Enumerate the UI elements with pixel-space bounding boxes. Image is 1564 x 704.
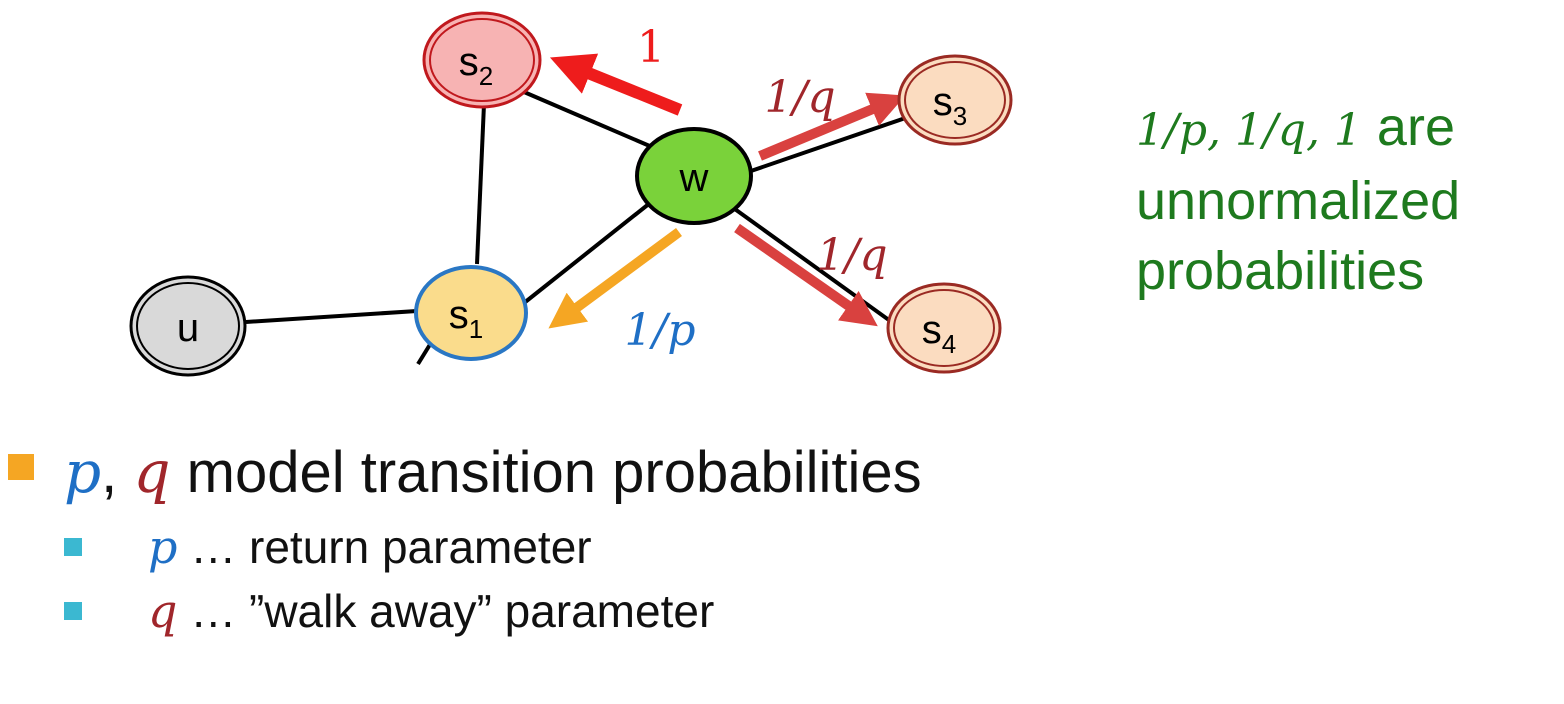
node-s3: s3 <box>897 54 1013 146</box>
sub-text-p: … return parameter <box>177 521 592 573</box>
symbol-p: p <box>64 438 102 506</box>
svg-text:s1: s1 <box>449 293 483 344</box>
edge-s2-w <box>523 90 653 149</box>
sub-text-q: … ”walk away” parameter <box>177 585 715 637</box>
note-line-1: 1/p, 1/q, 1 are <box>1136 92 1556 166</box>
bullet-main-text: model transition probabilities <box>170 440 922 505</box>
node-s1: s1 <box>414 265 528 361</box>
bullet-sub-p: p … return parameter <box>8 516 1548 580</box>
node-s4: s4 <box>886 282 1002 374</box>
bullet-square-icon <box>64 602 82 620</box>
node-w: w <box>635 127 753 225</box>
bullet-main: p, q model transition probabilities <box>8 432 1548 516</box>
probability-note: 1/p, 1/q, 1 are unnormalized probabiliti… <box>1136 92 1556 306</box>
bullet-square-icon <box>8 454 34 480</box>
arrow-to-s1 <box>548 227 682 329</box>
bullet-sub-q: q … ”walk away” parameter <box>8 580 1548 644</box>
note-line-2: unnormalized <box>1136 171 1461 231</box>
sub-symbol-p: p <box>148 520 178 574</box>
node-s2: s2 <box>422 11 542 109</box>
bullet-list: p, q model transition probabilities p … … <box>8 432 1548 644</box>
svg-text:w: w <box>679 156 709 200</box>
svg-text:u: u <box>177 306 199 350</box>
arrow-to-s3 <box>758 92 906 161</box>
sub-symbol-q: q <box>148 584 178 638</box>
label-to-s4: 1/q <box>817 230 888 281</box>
label-to-s1: 1/p <box>625 305 696 356</box>
label-to-s3: 1/q <box>765 72 836 123</box>
note-math: 1/p, 1/q, 1 <box>1136 105 1362 156</box>
label-to-s2: 1 <box>637 22 665 73</box>
edge-s1-w <box>522 201 652 305</box>
node-u: u <box>129 275 247 377</box>
svg-text:s3: s3 <box>933 80 967 131</box>
note-line-3: probabilities <box>1136 241 1425 301</box>
random-walk-diagram: u s1 s2 s3 s4 w 1 1/q 1/q 1/p <box>129 11 1013 377</box>
edge-s1-s2 <box>475 103 486 265</box>
svg-text:s2: s2 <box>459 40 493 91</box>
symbol-q: q <box>133 438 171 506</box>
arrow-to-s4 <box>734 223 878 327</box>
note-line1-rest: are <box>1361 97 1455 157</box>
edge-u-s1 <box>245 309 418 324</box>
arrow-to-s2 <box>549 53 683 116</box>
symbol-separator: , <box>101 440 134 505</box>
bullet-square-icon <box>64 538 82 556</box>
svg-text:s4: s4 <box>922 308 956 359</box>
